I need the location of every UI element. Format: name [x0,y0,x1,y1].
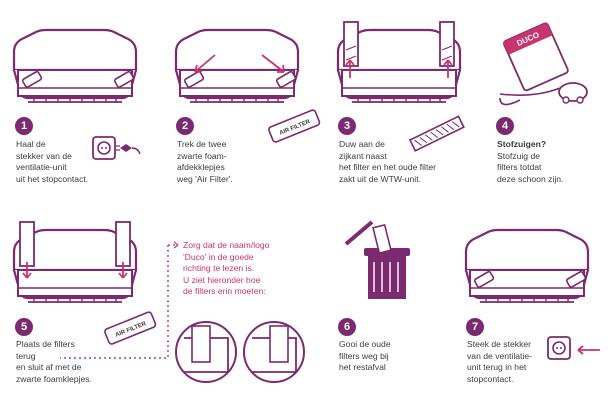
trash-bin-icon [344,220,410,299]
plug-icon [116,144,141,155]
step-number-5: 5 [15,318,33,336]
step-number-2: 2 [176,117,194,135]
socket-icon [92,136,116,160]
unit-step-7 [464,228,590,304]
air-filter-pad-5: AIR FILTER [104,311,157,345]
step-number-4: 4 [496,117,514,135]
step-number-6: 6 [338,318,356,336]
step-number-3: 3 [338,117,356,135]
dotted-connector [60,245,169,359]
unit-step-1 [12,28,138,104]
unit-step-5 [12,221,138,304]
vacuum-icon [499,82,588,106]
filter-slide-icon [408,115,465,152]
arrow-icons [194,54,285,73]
zoom-circle-left [175,321,237,383]
unit-step-2 [174,28,300,104]
socket-icon-7 [547,336,571,360]
duco-filter-icon: DUCO [503,22,569,92]
zoom-circle-right [243,321,305,383]
air-filter-pad-2: AIR FILTER [268,109,321,143]
unit-step-3 [336,21,462,104]
step-number-1: 1 [15,117,33,135]
step-number-7: 7 [466,318,484,336]
